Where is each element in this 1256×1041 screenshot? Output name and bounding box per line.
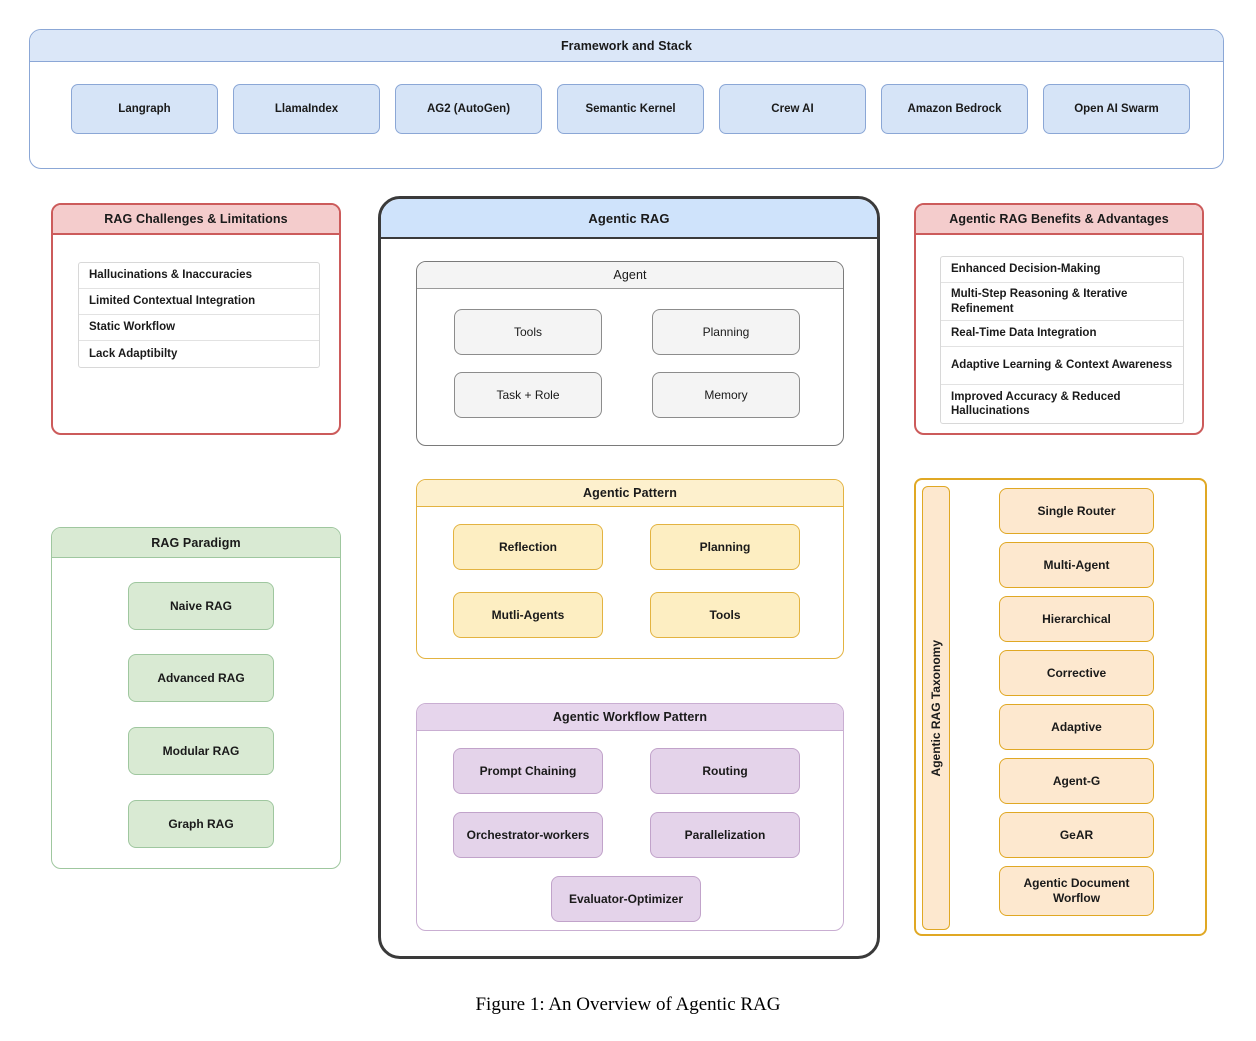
taxonomy-chip-gear[interactable]: GeAR (999, 812, 1154, 858)
agent-body: Tools Planning Task + Role Memory (417, 289, 843, 445)
framework-chip-llamaindex[interactable]: LlamaIndex (233, 84, 380, 134)
list-item[interactable]: Lack Adaptibilty (89, 347, 178, 360)
agentic-pattern-body: Reflection Planning Mutli-Agents Tools (417, 507, 843, 658)
framework-chip-ag2-autogen[interactable]: AG2 (AutoGen) (395, 84, 542, 134)
framework-chip-amazon-bedrock[interactable]: Amazon Bedrock (881, 84, 1028, 134)
taxonomy-chip-agent-g[interactable]: Agent-G (999, 758, 1154, 804)
agent-chip-planning[interactable]: Planning (652, 309, 800, 355)
agentic-rag-taxonomy-vertical-label: Agentic RAG Taxonomy (922, 486, 950, 930)
agentic-rag-taxonomy-title: Agentic RAG Taxonomy (929, 639, 943, 777)
agentic-workflow-pattern-body: Prompt Chaining Routing Orchestrator-wor… (417, 731, 843, 930)
framework-chip-langraph[interactable]: Langraph (71, 84, 218, 134)
agentic-rag-benefits-title: Agentic RAG Benefits & Advantages (916, 205, 1202, 235)
list-item[interactable]: Adaptive Learning & Context Awareness (941, 347, 1183, 385)
pattern-chip-multi-agents[interactable]: Mutli-Agents (453, 592, 603, 638)
paradigm-chip-modular-rag[interactable]: Modular RAG (128, 727, 274, 775)
agentic-rag-benefits-list: Enhanced Decision-Making Multi-Step Reas… (940, 256, 1184, 424)
agentic-rag-benefits-body: Enhanced Decision-Making Multi-Step Reas… (916, 235, 1202, 433)
framework-chip-crew-ai[interactable]: Crew AI (719, 84, 866, 134)
framework-chip-semantic-kernel[interactable]: Semantic Kernel (557, 84, 704, 134)
list-item[interactable]: Static Workflow (79, 315, 319, 341)
list-item[interactable]: Improved Accuracy & Reduced Hallucinatio… (951, 390, 1121, 417)
agentic-rag-taxonomy-panel: Agentic RAG Taxonomy Single Router Multi… (914, 478, 1207, 936)
workflow-chip-parallelization[interactable]: Parallelization (650, 812, 800, 858)
rag-challenges-panel: RAG Challenges & Limitations Hallucinati… (51, 203, 341, 435)
taxonomy-chip-corrective[interactable]: Corrective (999, 650, 1154, 696)
list-item[interactable]: Enhanced Decision-Making (941, 257, 1183, 283)
workflow-chip-prompt-chaining[interactable]: Prompt Chaining (453, 748, 603, 794)
agentic-workflow-pattern-panel: Agentic Workflow Pattern Prompt Chaining… (416, 703, 844, 931)
figure-caption: Figure 1: An Overview of Agentic RAG (475, 994, 781, 1015)
paradigm-chip-naive-rag[interactable]: Naive RAG (128, 582, 274, 630)
agentic-rag-panel: Agentic RAG Agent Tools Planning Task + … (378, 196, 880, 959)
agentic-pattern-panel: Agentic Pattern Reflection Planning Mutl… (416, 479, 844, 659)
rag-paradigm-body: Naive RAG Advanced RAG Modular RAG Graph… (52, 558, 340, 868)
agentic-workflow-pattern-title: Agentic Workflow Pattern (417, 704, 843, 731)
list-item[interactable]: Limited Contextual Integration (79, 289, 319, 315)
paradigm-chip-graph-rag[interactable]: Graph RAG (128, 800, 274, 848)
taxonomy-chip-single-router[interactable]: Single Router (999, 488, 1154, 534)
agentic-rag-body: Agent Tools Planning Task + Role Memory … (381, 239, 877, 956)
taxonomy-chip-adaptive[interactable]: Adaptive (999, 704, 1154, 750)
taxonomy-chip-agentic-document-worflow[interactable]: Agentic Document Worflow (999, 866, 1154, 916)
agentic-rag-title: Agentic RAG (381, 199, 877, 239)
rag-challenges-body: Hallucinations & Inaccuracies Limited Co… (53, 235, 339, 433)
workflow-chip-routing[interactable]: Routing (650, 748, 800, 794)
workflow-chip-orchestrator-workers[interactable]: Orchestrator-workers (453, 812, 603, 858)
framework-chip-open-ai-swarm[interactable]: Open AI Swarm (1043, 84, 1190, 134)
rag-challenges-title: RAG Challenges & Limitations (53, 205, 339, 235)
framework-and-stack-title: Framework and Stack (30, 30, 1223, 62)
pattern-chip-planning[interactable]: Planning (650, 524, 800, 570)
pattern-chip-tools[interactable]: Tools (650, 592, 800, 638)
taxonomy-chip-hierarchical[interactable]: Hierarchical (999, 596, 1154, 642)
framework-and-stack-panel: Framework and Stack Langraph LlamaIndex … (29, 29, 1224, 169)
workflow-chip-evaluator-optimizer[interactable]: Evaluator-Optimizer (551, 876, 701, 922)
list-item[interactable]: Real-Time Data Integration (941, 321, 1183, 347)
agentic-pattern-title: Agentic Pattern (417, 480, 843, 507)
agent-chip-memory[interactable]: Memory (652, 372, 800, 418)
paradigm-chip-advanced-rag[interactable]: Advanced RAG (128, 654, 274, 702)
taxonomy-chip-multi-agent[interactable]: Multi-Agent (999, 542, 1154, 588)
rag-paradigm-panel: RAG Paradigm Naive RAG Advanced RAG Modu… (51, 527, 341, 869)
agent-chip-task-role[interactable]: Task + Role (454, 372, 602, 418)
agentic-rag-benefits-panel: Agentic RAG Benefits & Advantages Enhanc… (914, 203, 1204, 435)
rag-paradigm-title: RAG Paradigm (52, 528, 340, 558)
list-item[interactable]: Multi-Step Reasoning & Iterative Refinem… (941, 283, 1183, 321)
pattern-chip-reflection[interactable]: Reflection (453, 524, 603, 570)
list-item[interactable]: Hallucinations & Inaccuracies (79, 263, 319, 289)
agent-panel: Agent Tools Planning Task + Role Memory (416, 261, 844, 446)
agent-chip-tools[interactable]: Tools (454, 309, 602, 355)
rag-challenges-list: Hallucinations & Inaccuracies Limited Co… (78, 262, 320, 368)
agent-title: Agent (417, 262, 843, 289)
